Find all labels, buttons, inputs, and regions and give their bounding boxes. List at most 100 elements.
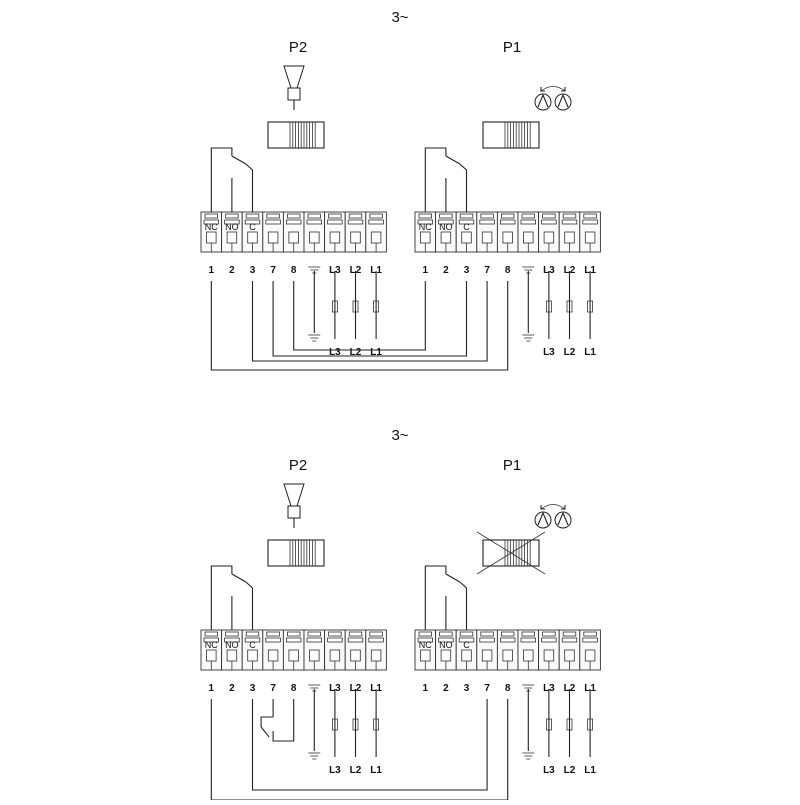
terminal-number: 8 (505, 265, 511, 276)
rotation-arc (540, 504, 566, 510)
line-label: L3 (543, 765, 555, 776)
terminal-cell (517, 211, 540, 253)
line-label: L1 (370, 765, 382, 776)
ground-icon (308, 334, 321, 342)
terminal-number: 3 (464, 265, 470, 276)
horn-base (287, 505, 301, 519)
fuse-icon (587, 718, 593, 731)
line-label: L3 (543, 683, 555, 694)
terminal-screw (502, 231, 513, 244)
line-label: L1 (370, 683, 382, 694)
terminal-cap (500, 213, 515, 219)
terminal-cap (306, 637, 323, 643)
terminal-cap (439, 213, 453, 219)
contact-switch (445, 155, 461, 165)
terminal-cap (224, 637, 240, 643)
fuse-icon (587, 300, 593, 313)
terminal-cap (328, 631, 342, 637)
fuse-icon (373, 300, 380, 313)
terminal-cap (582, 637, 598, 643)
terminal-cell (538, 629, 560, 671)
terminal-cap (368, 637, 384, 643)
pump-arrow (537, 93, 549, 108)
terminal-cap (561, 219, 578, 225)
interlock-wire (210, 281, 509, 371)
terminal-number: 7 (270, 683, 276, 694)
terminal-cap (541, 637, 557, 643)
terminal-screw (543, 231, 555, 244)
terminal-cell (365, 211, 387, 253)
terminal-cap (327, 219, 343, 225)
terminal-cap (369, 213, 383, 219)
terminal-cap (285, 219, 302, 225)
terminal-screw (226, 231, 238, 244)
terminal-cap (480, 631, 494, 637)
contact-wire (424, 565, 447, 630)
line-label: L1 (370, 265, 382, 276)
terminal-cap (541, 219, 557, 225)
line-label: L3 (543, 265, 555, 276)
terminal-cap (285, 637, 302, 643)
terminal-cap (265, 219, 281, 225)
fuse-icon (546, 300, 552, 313)
p1-label: P1 (503, 39, 521, 56)
contact-label: NC (205, 640, 218, 650)
terminal-cap (203, 219, 220, 225)
terminal-cell (579, 629, 601, 671)
interlock-wire (272, 281, 468, 357)
terminal-cap (479, 637, 495, 643)
ground-icon (522, 334, 535, 342)
contact-wire (459, 581, 468, 630)
pump-arrow (557, 93, 569, 108)
terminal-cell (200, 629, 223, 671)
rotation-arrowhead (561, 87, 566, 92)
terminal-cap (369, 631, 383, 637)
terminal-cap (499, 637, 516, 643)
terminal-screw (564, 231, 575, 244)
terminal-cap (521, 213, 536, 219)
terminal-cap (286, 213, 301, 219)
phase-label: 3~ (391, 427, 408, 444)
terminal-number: 3 (464, 683, 470, 694)
contact-wire (210, 565, 233, 630)
terminal-number: 2 (443, 265, 449, 276)
terminal-cap (438, 637, 454, 643)
terminal-number: 2 (229, 683, 235, 694)
terminal-screw (226, 649, 238, 662)
fuse-icon (331, 300, 338, 313)
terminal-screw (206, 231, 217, 244)
horn-icon (283, 65, 305, 110)
terminal-screw (267, 231, 279, 244)
terminal-cell (558, 629, 581, 671)
relay-contact (210, 565, 254, 630)
terminal-number: 7 (270, 265, 276, 276)
terminal-number: 3 (250, 265, 256, 276)
line-label: L2 (564, 765, 576, 776)
line-label: L3 (329, 347, 341, 358)
interlock-wire (251, 699, 488, 791)
terminal-screw (309, 231, 320, 244)
line-label: L2 (350, 683, 362, 694)
contact-label: NC (419, 222, 432, 232)
terminal-cap (244, 637, 261, 643)
terminal-cap (480, 213, 494, 219)
motor-icon (482, 121, 540, 149)
terminal-cap (225, 631, 239, 637)
contact-label: NO (225, 222, 239, 232)
terminal-screw (247, 649, 258, 662)
motor-icon (267, 121, 325, 149)
terminal-cell (414, 629, 437, 671)
local-switch (260, 726, 270, 738)
terminal-cap (307, 631, 322, 637)
line-label: L3 (329, 765, 341, 776)
terminal-screw (288, 649, 299, 662)
terminal-screw (370, 231, 382, 244)
terminal-cap (286, 631, 301, 637)
relay-contact (210, 147, 254, 212)
terminal-number: 3 (250, 683, 256, 694)
terminal-screw (309, 649, 320, 662)
terminal-screw (481, 231, 493, 244)
terminal-screw (584, 649, 596, 662)
